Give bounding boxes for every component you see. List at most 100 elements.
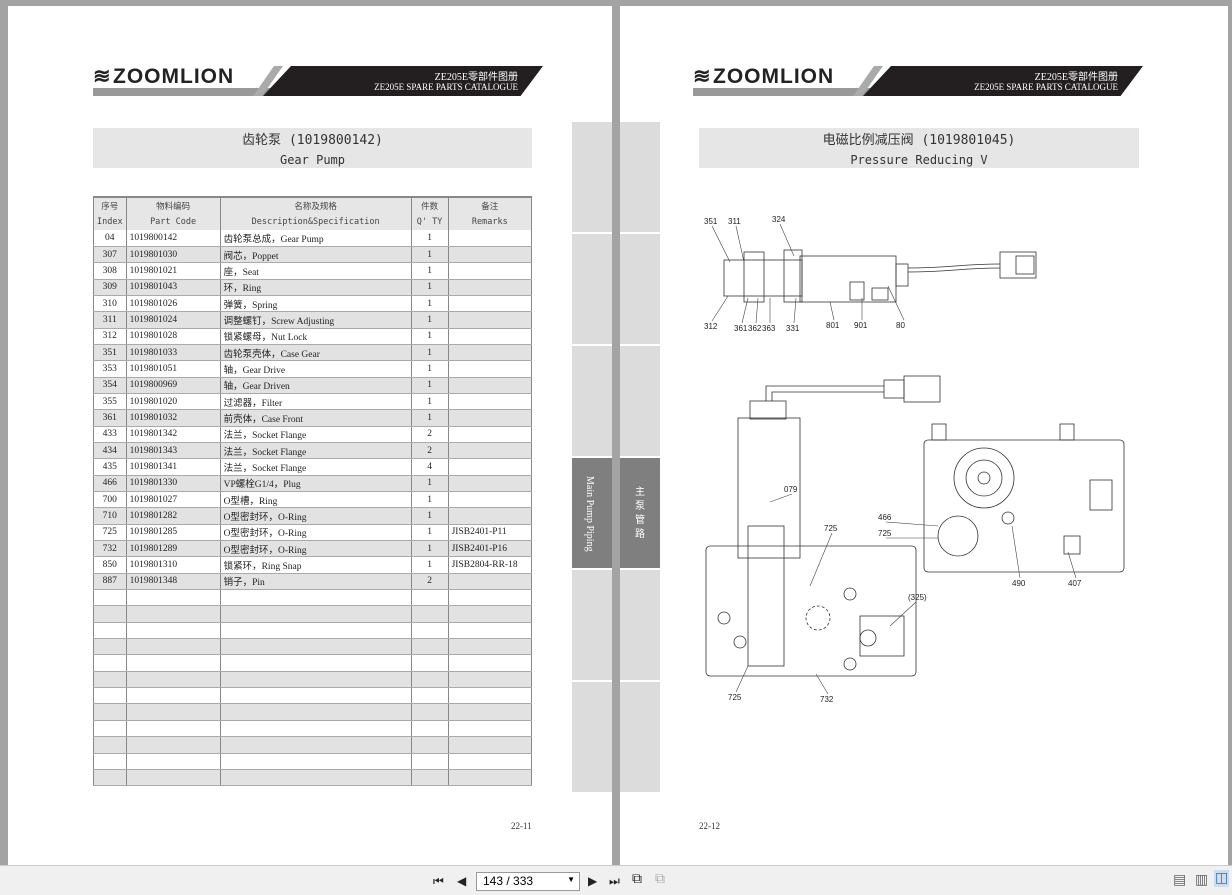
empty-table-row: [93, 687, 533, 705]
prev-page-button[interactable]: ◀: [457, 874, 467, 888]
table-cell: [447, 360, 533, 378]
table-cell: O型槽，Ring: [219, 491, 412, 509]
part-callout: (325): [908, 593, 927, 602]
table-cell: 1019801024: [125, 311, 221, 329]
part-callout: 901: [854, 321, 868, 330]
table-cell: [447, 409, 533, 427]
table-cell: 锁紧环，Ring Snap: [219, 556, 412, 574]
chevron-down-icon[interactable]: ▼: [567, 875, 575, 884]
section-tab[interactable]: [572, 122, 612, 232]
table-cell: VP螺栓G1/4，Plug: [219, 475, 412, 493]
logo-icon: ≋: [93, 65, 112, 88]
section-tab[interactable]: [572, 234, 612, 344]
table-cell: [447, 426, 533, 443]
table-cell: 353: [93, 360, 127, 378]
table-cell: [447, 475, 533, 493]
table-cell: 1: [410, 279, 449, 296]
section-tab[interactable]: [620, 122, 660, 232]
next-page-button[interactable]: ▶: [588, 874, 598, 888]
table-cell: 310: [93, 295, 127, 313]
column-header-cn: 备注: [447, 196, 533, 214]
column-header-en: Description&Specification: [219, 213, 412, 230]
page-title: 齿轮泵 (1019800142) Gear Pump: [93, 128, 532, 168]
part-callout: 312: [704, 322, 718, 331]
table-cell: 700: [93, 491, 127, 509]
page-number-input[interactable]: 143 / 333▼: [476, 872, 580, 891]
last-page-button[interactable]: ⏭: [609, 874, 620, 888]
section-tab[interactable]: [620, 234, 660, 344]
table-cell: 04: [93, 230, 127, 247]
section-tab[interactable]: [572, 682, 612, 792]
table-cell: 2: [410, 573, 449, 591]
table-cell: 355: [93, 393, 127, 411]
page-number: 22-12: [699, 821, 720, 831]
table-cell: 887: [93, 573, 127, 591]
section-tab-main-pump-piping[interactable]: Main Pump Piping: [572, 458, 612, 568]
table-cell: 1019801027: [125, 491, 221, 509]
previous-view-icon[interactable]: ⧉: [632, 872, 642, 887]
table-cell: [447, 311, 533, 329]
table-cell: 1019800142: [125, 230, 221, 247]
table-cell: 齿轮泵壳体，Case Gear: [219, 344, 412, 362]
table-cell: 锁紧螺母，Nut Lock: [219, 328, 412, 345]
part-callout: 362: [748, 324, 762, 333]
zoomlion-logo-header: ≋ZOOMLION ZE205E零部件图册 ZE205E SPARE PARTS…: [93, 64, 543, 102]
section-tab[interactable]: [572, 570, 612, 680]
catalog-title-en: ZE205E SPARE PARTS CATALOGUE: [974, 82, 1118, 92]
table-cell: 725: [93, 524, 127, 542]
part-callout: 351: [704, 217, 718, 226]
table-cell: 法兰，Socket Flange: [219, 442, 412, 460]
section-tab[interactable]: [620, 570, 660, 680]
single-page-view-icon[interactable]: ▤: [1173, 873, 1187, 888]
empty-table-row: [93, 589, 533, 607]
part-callout: 801: [826, 321, 840, 330]
title-cn: 齿轮泵 (1019800142): [242, 133, 383, 148]
table-cell: 座，Seat: [219, 262, 412, 280]
table-cell: 1019801330: [125, 475, 221, 493]
table-cell: 阀芯，Poppet: [219, 246, 412, 264]
section-tab-main-pump-piping[interactable]: 主泵管路: [620, 458, 660, 568]
empty-table-row: [93, 753, 533, 770]
column-header-en: Part Code: [125, 213, 221, 230]
tab-label-cn: 主泵管路: [635, 487, 645, 540]
zoomlion-logo-header: ≋ZOOMLION ZE205E零部件图册 ZE205E SPARE PARTS…: [693, 64, 1143, 102]
table-cell: [447, 442, 533, 460]
leader-line: [815, 673, 829, 695]
part-callout: 490: [1012, 579, 1026, 588]
table-cell: [447, 328, 533, 345]
table-cell: 1019801051: [125, 360, 221, 378]
table-cell: 1019801021: [125, 262, 221, 280]
table-cell: 732: [93, 540, 127, 558]
table-cell: 1: [410, 360, 449, 378]
table-cell: JISB2401-P11: [447, 524, 533, 542]
table-cell: 311: [93, 311, 127, 329]
part-callout: 331: [786, 324, 800, 333]
table-cell: 309: [93, 279, 127, 296]
empty-table-row: [93, 638, 533, 656]
table-cell: 1: [410, 540, 449, 558]
section-tab[interactable]: [620, 682, 660, 792]
continuous-view-icon[interactable]: ▥: [1195, 873, 1209, 888]
right-page: ≋ZOOMLION ZE205E零部件图册 ZE205E SPARE PARTS…: [620, 6, 1228, 865]
table-cell: 312: [93, 328, 127, 345]
part-callout: 725: [878, 529, 892, 538]
empty-table-row: [93, 769, 533, 787]
part-callout: 324: [772, 215, 786, 224]
section-tab[interactable]: [620, 346, 660, 456]
two-page-view-icon[interactable]: ◫: [1214, 870, 1230, 887]
section-tab[interactable]: [572, 346, 612, 456]
next-view-icon[interactable]: ⧉: [655, 872, 665, 887]
first-page-button[interactable]: ⏮: [433, 874, 444, 888]
table-cell: JISB2401-P16: [447, 540, 533, 558]
table-cell: [447, 507, 533, 525]
table-cell: 环，Ring: [219, 279, 412, 296]
table-cell: 1019801043: [125, 279, 221, 296]
